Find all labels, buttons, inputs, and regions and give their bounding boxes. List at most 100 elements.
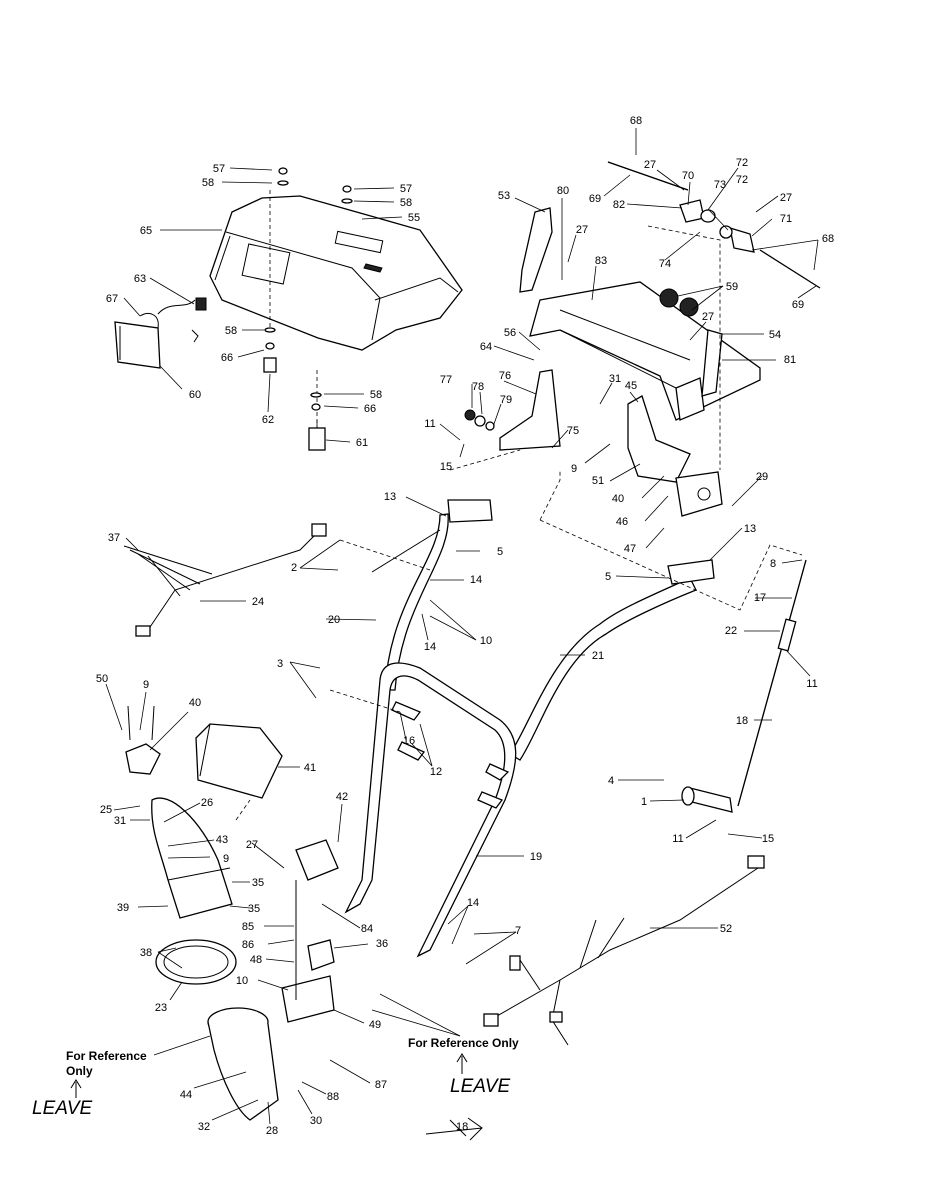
callout-66: 66 [221, 352, 233, 364]
callout-28: 28 [266, 1125, 278, 1137]
panel-hardware-part [264, 167, 353, 411]
callout-87: 87 [375, 1079, 387, 1091]
callout-60: 60 [189, 389, 201, 401]
callout-46: 46 [616, 516, 628, 528]
callout-27: 27 [246, 839, 258, 851]
callout-57: 57 [213, 163, 225, 175]
callout-11: 11 [806, 678, 817, 690]
callout-23: 23 [155, 1002, 167, 1014]
wire-harness-part [483, 855, 765, 1046]
callout-83: 83 [595, 255, 607, 267]
callout-7: 7 [515, 925, 521, 937]
headlight-wire-part [157, 297, 207, 343]
callout-9: 9 [143, 679, 149, 691]
upper-handle-right-part [509, 559, 715, 761]
page-number-mark: 18 [425, 1117, 483, 1141]
callout-69: 69 [589, 193, 601, 205]
assembly-lines [235, 225, 803, 821]
callout-40: 40 [189, 697, 201, 709]
callout-11: 11 [424, 418, 435, 430]
callout-53: 53 [498, 190, 510, 202]
callout-38: 38 [140, 947, 152, 959]
callout-44: 44 [180, 1089, 192, 1101]
callout-9: 9 [571, 463, 577, 475]
handwritten-leave-right: LEAVE [450, 1076, 511, 1097]
callout-12: 12 [430, 766, 442, 778]
callout-58: 58 [225, 325, 237, 337]
callout-21: 21 [592, 650, 604, 662]
chute-motor-part [281, 839, 339, 1023]
reference-note-left-line1: For Reference [66, 1049, 147, 1063]
callout-79: 79 [500, 394, 512, 406]
callout-58: 58 [400, 197, 412, 209]
headlight-part [114, 313, 161, 369]
callout-14: 14 [424, 641, 436, 653]
callout-78: 78 [472, 381, 484, 393]
page-number: 18 [456, 1121, 468, 1133]
chute-base-part [207, 1007, 279, 1121]
callout-10: 10 [236, 975, 248, 987]
lever-53-part [519, 207, 553, 293]
callout-57: 57 [400, 183, 412, 195]
callout-62: 62 [262, 414, 274, 426]
callout-74: 74 [659, 258, 671, 270]
callout-3: 3 [277, 658, 283, 670]
callout-29: 29 [756, 471, 768, 483]
knob-part [659, 288, 699, 317]
callout-27: 27 [780, 192, 792, 204]
callout-86: 86 [242, 939, 254, 951]
callout-69: 69 [792, 299, 804, 311]
callout-68: 68 [822, 233, 834, 245]
callout-25: 25 [100, 804, 112, 816]
callout-20: 20 [328, 614, 340, 626]
callout-64: 64 [480, 341, 492, 353]
callout-35: 35 [252, 877, 264, 889]
cable-ties-part [123, 545, 213, 597]
callout-88: 88 [327, 1091, 339, 1103]
callout-45: 45 [625, 380, 637, 392]
callout-72: 72 [736, 174, 748, 186]
callout-2: 2 [291, 562, 297, 574]
dash-panel-part [209, 195, 463, 351]
callout-16: 16 [403, 735, 415, 747]
chute-rod-part [681, 559, 807, 813]
callout-48: 48 [250, 954, 262, 966]
callout-73: 73 [714, 179, 726, 191]
callout-49: 49 [369, 1019, 381, 1031]
callout-43: 43 [216, 834, 228, 846]
callout-36: 36 [376, 938, 388, 950]
callout-82: 82 [613, 199, 625, 211]
up-arrow-icon [456, 1053, 468, 1074]
callout-85: 85 [242, 921, 254, 933]
callout-50: 50 [96, 673, 108, 685]
washer-stack-part [464, 409, 495, 431]
callout-80: 80 [557, 185, 569, 197]
callout-81: 81 [784, 354, 796, 366]
callout-55: 55 [408, 212, 420, 224]
bracket-16-part [391, 701, 510, 809]
up-arrow-icon [70, 1079, 82, 1098]
callout-40: 40 [612, 493, 624, 505]
bracket-51-part [627, 395, 723, 517]
leader-lines [105, 128, 819, 1125]
callout-27: 27 [576, 224, 588, 236]
callout-32: 32 [198, 1121, 210, 1133]
callout-76: 76 [499, 370, 511, 382]
control-frame-part [529, 281, 761, 421]
callout-22: 22 [725, 625, 737, 637]
callout-14: 14 [467, 897, 479, 909]
lever-54-part [701, 329, 723, 397]
callout-56: 56 [504, 327, 516, 339]
reference-notes: For Reference Only For Reference Only [66, 993, 519, 1098]
callout-13: 13 [744, 523, 756, 535]
callout-9: 9 [223, 853, 229, 865]
callout-1: 1 [641, 796, 647, 808]
callout-77: 77 [440, 374, 452, 386]
callout-65: 65 [140, 225, 152, 237]
callout-18: 18 [736, 715, 748, 727]
callout-35: 35 [248, 903, 260, 915]
callout-72: 72 [736, 157, 748, 169]
callout-8: 8 [770, 558, 776, 570]
chute-ring-part [155, 939, 237, 985]
